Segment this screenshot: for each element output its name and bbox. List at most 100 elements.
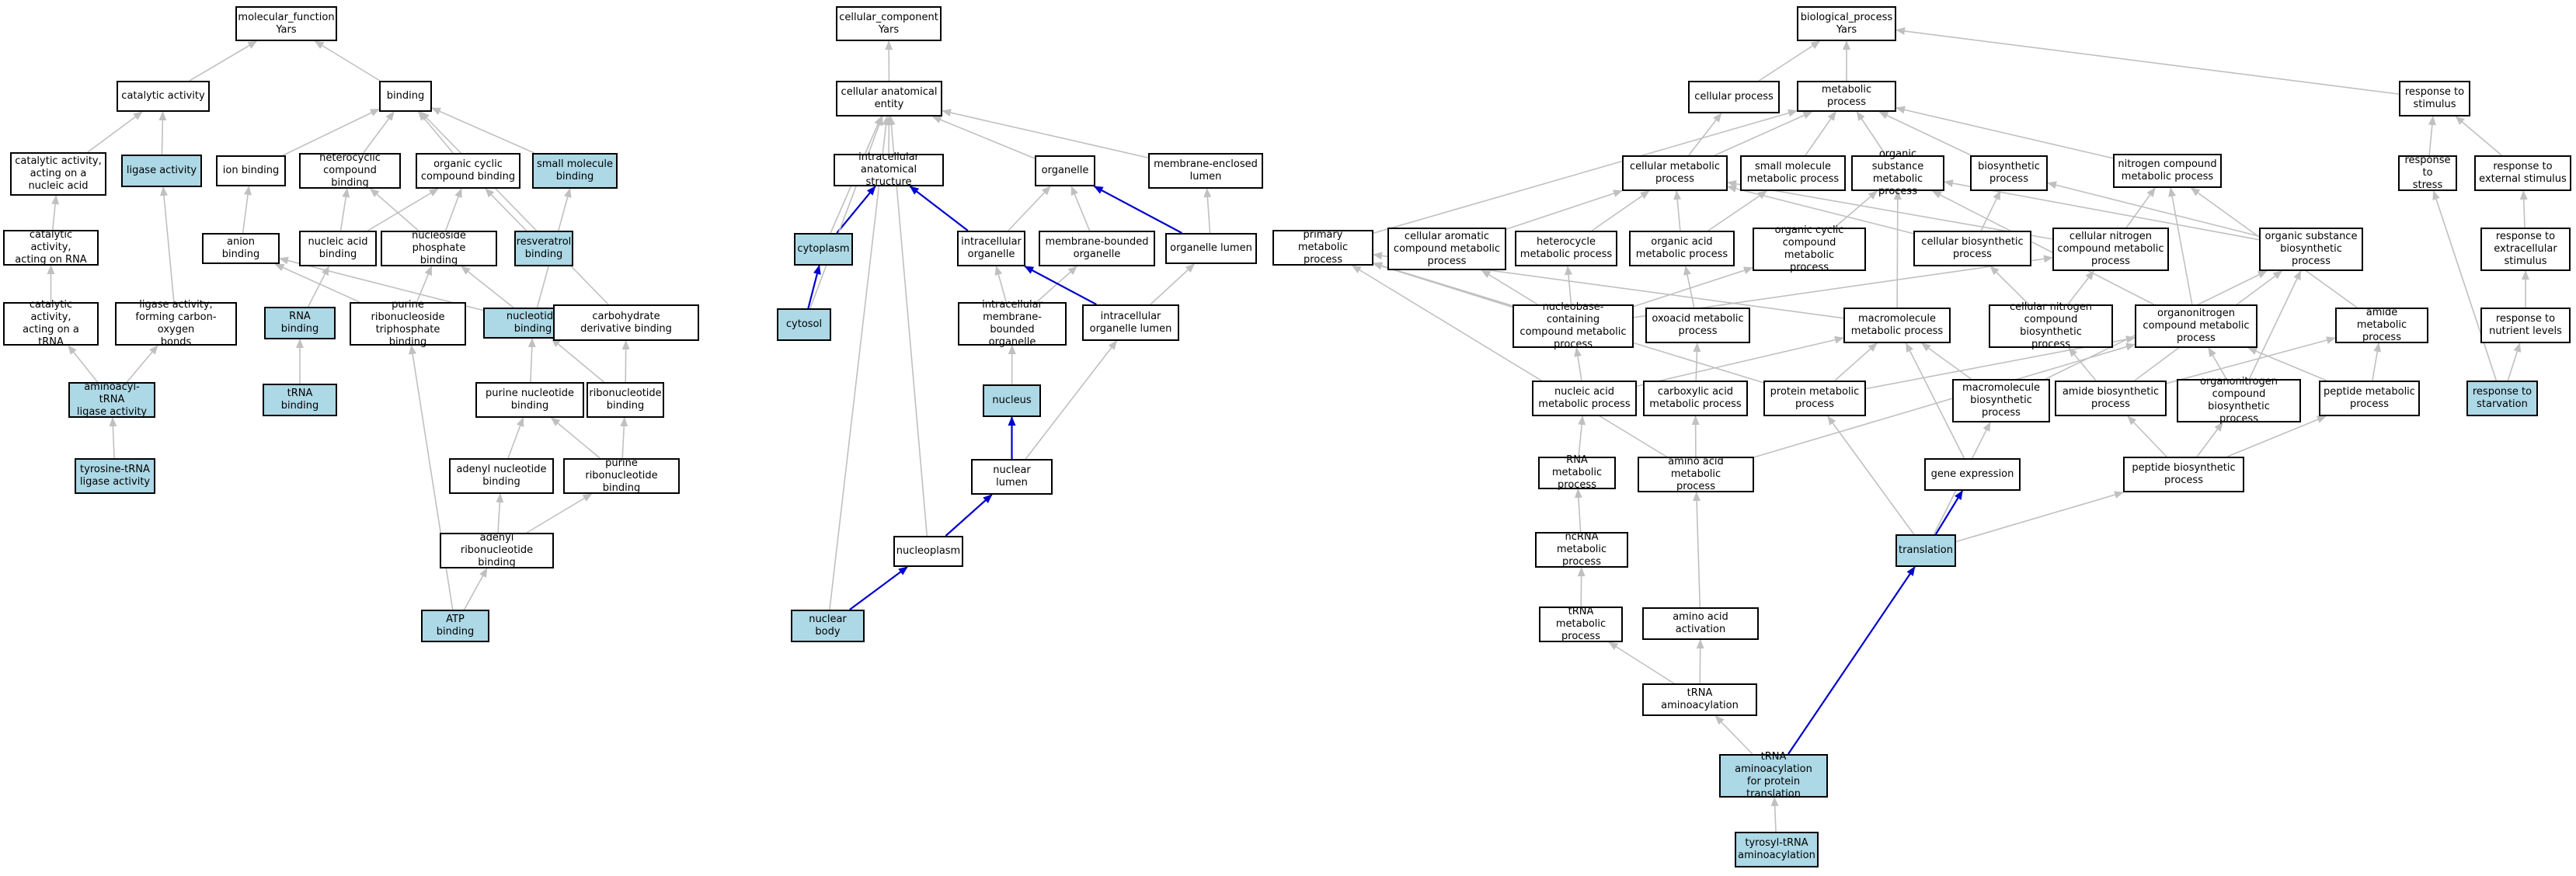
- edge-rstarv-to-rnl: [2507, 342, 2522, 381]
- node-camp: cellular aromatic compound metabolic pro…: [1387, 228, 1506, 270]
- node-iorglum: intracellular organelle lumen: [1082, 304, 1179, 341]
- node-protmp: protein metabolic process: [1763, 381, 1866, 416]
- edge-prtpb-to-anion: [274, 263, 360, 303]
- edge-binding-to-mf: [314, 40, 381, 82]
- edge-pmp-to-metp: [1373, 109, 1798, 234]
- edge-iorg-to-ias: [909, 186, 969, 231]
- node-ntpb: nucleoside phosphate binding: [381, 230, 497, 266]
- node-trnaaa: tRNA aminoacylation: [1642, 683, 1757, 716]
- node-amp: amide metabolic process: [2335, 307, 2428, 343]
- edge-oxmp-to-oamp: [1683, 266, 1695, 308]
- node-anb: adenyl nucleotide binding: [449, 458, 554, 494]
- edge-arnb-to-anb: [496, 493, 504, 534]
- edge-cat_rna-to-cat_nuc: [51, 195, 60, 231]
- edge-mmp-to-osmp: [1893, 190, 1902, 308]
- edge-mbp-to-mmp: [1920, 342, 1972, 380]
- node-nucleus: nucleus: [983, 384, 1041, 417]
- node-binding: binding: [379, 81, 432, 112]
- edge-transl-to-pepbp: [1955, 491, 2125, 543]
- edge-aatrna-to-lig_co: [126, 345, 158, 383]
- node-aaact: amino acid activation: [1642, 607, 1759, 640]
- node-rstarv: response to starvation: [2466, 381, 2538, 416]
- edge-cncmp-to-cmp: [1727, 179, 2053, 240]
- node-ncrna: ncRNA metabolic process: [1535, 531, 1628, 568]
- edge-pnb-to-nucb: [527, 338, 536, 383]
- node-trnamp: tRNA metabolic process: [1539, 606, 1623, 642]
- node-mborg: membrane-bounded organelle: [1039, 231, 1155, 266]
- edge-prnb-to-pnb: [550, 417, 600, 459]
- edge-ncmp-to-metp: [1895, 106, 2114, 159]
- edge-nbmp-to-hmp: [1565, 266, 1573, 305]
- node-mmp: macromolecule metabolic process: [1843, 308, 1951, 343]
- edge-oamp-to-smmp: [1707, 190, 1767, 231]
- edge-protmp-to-mmp: [1834, 342, 1878, 381]
- edge-osbp-to-biosyn: [2047, 181, 2260, 237]
- node-cytosol: cytosol: [777, 308, 831, 341]
- edge-cncbp-to-cncmp: [2067, 270, 2094, 305]
- edge-oamp-to-cmp: [1673, 190, 1682, 231]
- edge-pepbp-to-oncbp: [2196, 422, 2223, 457]
- node-cae: cellular anatomical entity: [836, 81, 942, 116]
- edge-rnb-to-carb: [621, 340, 630, 383]
- node-namp: nucleic acid metabolic process: [1532, 381, 1637, 416]
- edge-anb-to-pnb: [507, 417, 524, 459]
- edge-nucbody-to-cae: [829, 116, 890, 610]
- node-rnb: ribonucleotide binding: [587, 382, 664, 418]
- node-imborg: intracellular membrane-bounded organelle: [958, 299, 1067, 348]
- edge-oncbp-to-osbp: [2248, 270, 2302, 380]
- edge-nab-to-hetb: [339, 188, 350, 231]
- edge-nucbody-to-nucleoplasm: [849, 566, 908, 610]
- edge-trnaaapt-to-trnaaa: [1714, 715, 1753, 755]
- edge-iorglum-to-iorg: [1024, 266, 1097, 305]
- edge-cytosol-to-cytoplasm: [807, 265, 821, 309]
- node-hetb: heterocyclic compound binding: [299, 152, 401, 189]
- edge-namp-to-mmp: [1636, 335, 1844, 388]
- node-tyrtrna: tyrosyl-tRNA aminoacylation: [1735, 832, 1819, 867]
- edge-nbmp-to-camp: [1481, 269, 1538, 305]
- edge-anion-to-ionb: [242, 186, 252, 234]
- edge-cncbp-to-cbp: [1989, 266, 2030, 305]
- edge-mborg-to-org: [1070, 186, 1091, 231]
- edge-aaact-to-aamp: [1693, 492, 1701, 608]
- edge-mel-to-cae: [942, 109, 1149, 158]
- node-ias: intracellular anatomical structure: [834, 151, 944, 188]
- edge-cncmp-to-ncmp: [2125, 187, 2156, 228]
- edge-nucb-to-ntpb: [461, 266, 514, 308]
- node-cat_nuc: catalytic activity, acting on a nucleic …: [10, 152, 106, 196]
- node-cat: catalytic activity: [117, 81, 210, 112]
- node-ligase: ligase activity: [121, 155, 202, 187]
- edge-pepmp-to-oncmp: [2247, 347, 2327, 381]
- edge-nucb-to-anion: [279, 256, 484, 311]
- node-carb: carbohydrate derivative binding: [553, 304, 699, 341]
- node-oxmp: oxoacid metabolic process: [1645, 308, 1750, 343]
- edge-prtpb-to-ntpb: [416, 266, 433, 303]
- edge-cellp-to-bp: [1758, 40, 1821, 82]
- edge-rnamp-to-namp: [1578, 415, 1586, 457]
- edge-ionb-to-binding: [283, 108, 380, 156]
- node-pnb: purine nucleotide binding: [475, 382, 584, 418]
- node-metp: metabolic process: [1797, 81, 1896, 112]
- node-trnaaapt: tRNA aminoacylation for protein translat…: [1719, 751, 1828, 800]
- edge-nab-to-orgb: [367, 188, 439, 231]
- node-tyrlig: tyrosine-tRNA ligase activity: [75, 458, 155, 494]
- node-orgb: organic cyclic compound binding: [416, 153, 520, 189]
- node-oamp: organic acid metabolic process: [1629, 231, 1735, 266]
- edge-biosyn-to-metp: [1878, 111, 1972, 156]
- node-rnl: response to nutrient levels: [2480, 308, 2571, 343]
- node-pepbp: peptide biosynthetic process: [2123, 457, 2244, 492]
- node-cncbp: cellular nitrogen compound biosynthetic …: [1989, 301, 2113, 350]
- edge-prnb-to-rnb: [620, 417, 628, 459]
- node-resv: resveratrol binding: [514, 231, 573, 266]
- node-rnamp: RNA metabolic process: [1538, 454, 1616, 491]
- edge-hetb-to-binding: [362, 111, 395, 154]
- node-anion: anion binding: [202, 233, 280, 264]
- node-prnb: purine ribonucleotide binding: [563, 457, 680, 494]
- node-oncmp: organonitrogen compound metabolic proces…: [2135, 304, 2257, 348]
- edge-trnaaapt-to-transl: [1788, 566, 1916, 755]
- node-oncbp: organonitrogen compound biosynthetic pro…: [2177, 376, 2301, 425]
- node-cytoplasm: cytoplasm: [794, 233, 853, 266]
- edge-tyrlig-to-aatrna: [109, 417, 117, 459]
- edge-atp-to-prtpb: [409, 345, 454, 610]
